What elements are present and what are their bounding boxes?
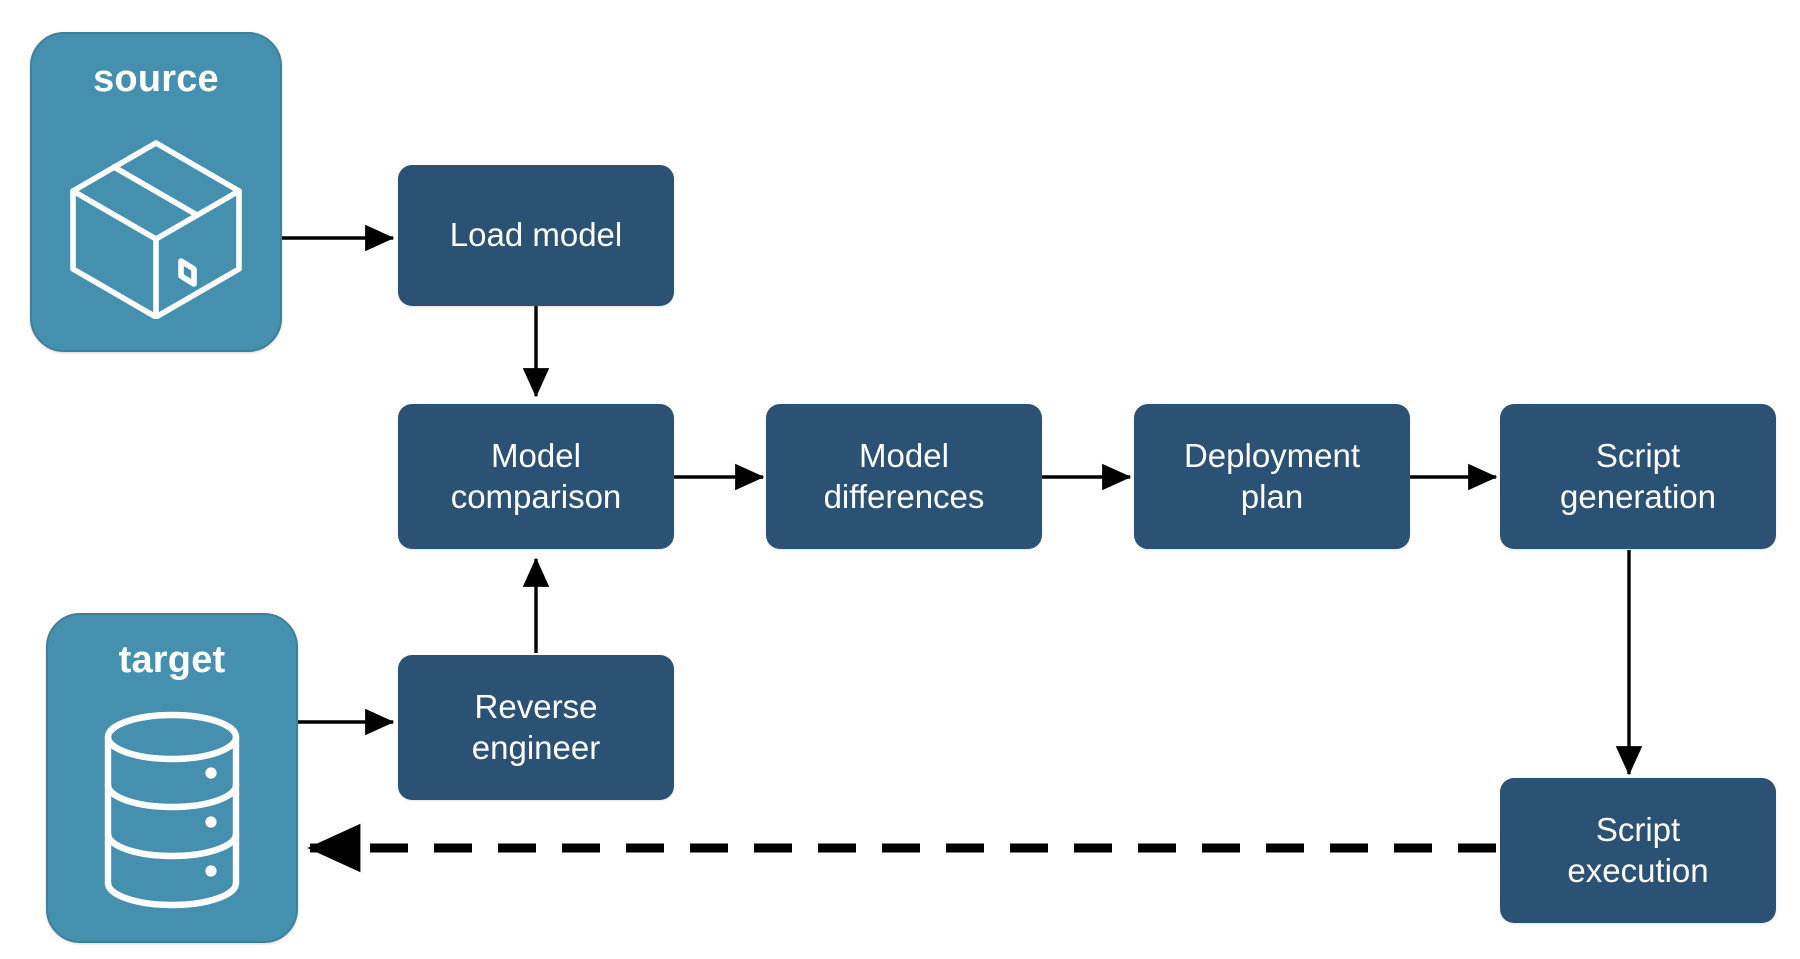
endpoint-source[interactable]: source	[30, 32, 282, 352]
process-script-execution[interactable]: Script execution	[1500, 778, 1776, 923]
database-cylinder-icon	[48, 679, 296, 941]
process-reverse-engineer-label: Reverse engineer	[471, 687, 601, 766]
process-model-differences[interactable]: Model differences	[766, 404, 1042, 549]
process-script-generation[interactable]: Script generation	[1500, 404, 1776, 549]
process-deployment-plan[interactable]: Deployment plan	[1134, 404, 1410, 549]
process-model-comparison-label: Model comparison	[450, 436, 622, 515]
process-model-differences-label: Model differences	[823, 436, 985, 515]
package-box-icon	[32, 98, 280, 350]
endpoint-target[interactable]: target	[46, 613, 298, 943]
process-reverse-engineer[interactable]: Reverse engineer	[398, 655, 674, 800]
process-script-execution-label: Script execution	[1567, 810, 1709, 889]
process-deployment-plan-label: Deployment plan	[1183, 436, 1361, 515]
process-model-comparison[interactable]: Model comparison	[398, 404, 674, 549]
endpoint-target-label: target	[118, 639, 226, 681]
process-script-generation-label: Script generation	[1560, 436, 1716, 515]
endpoint-source-label: source	[93, 58, 219, 100]
process-load-model-label: Load model	[449, 216, 623, 254]
process-load-model[interactable]: Load model	[398, 165, 674, 306]
